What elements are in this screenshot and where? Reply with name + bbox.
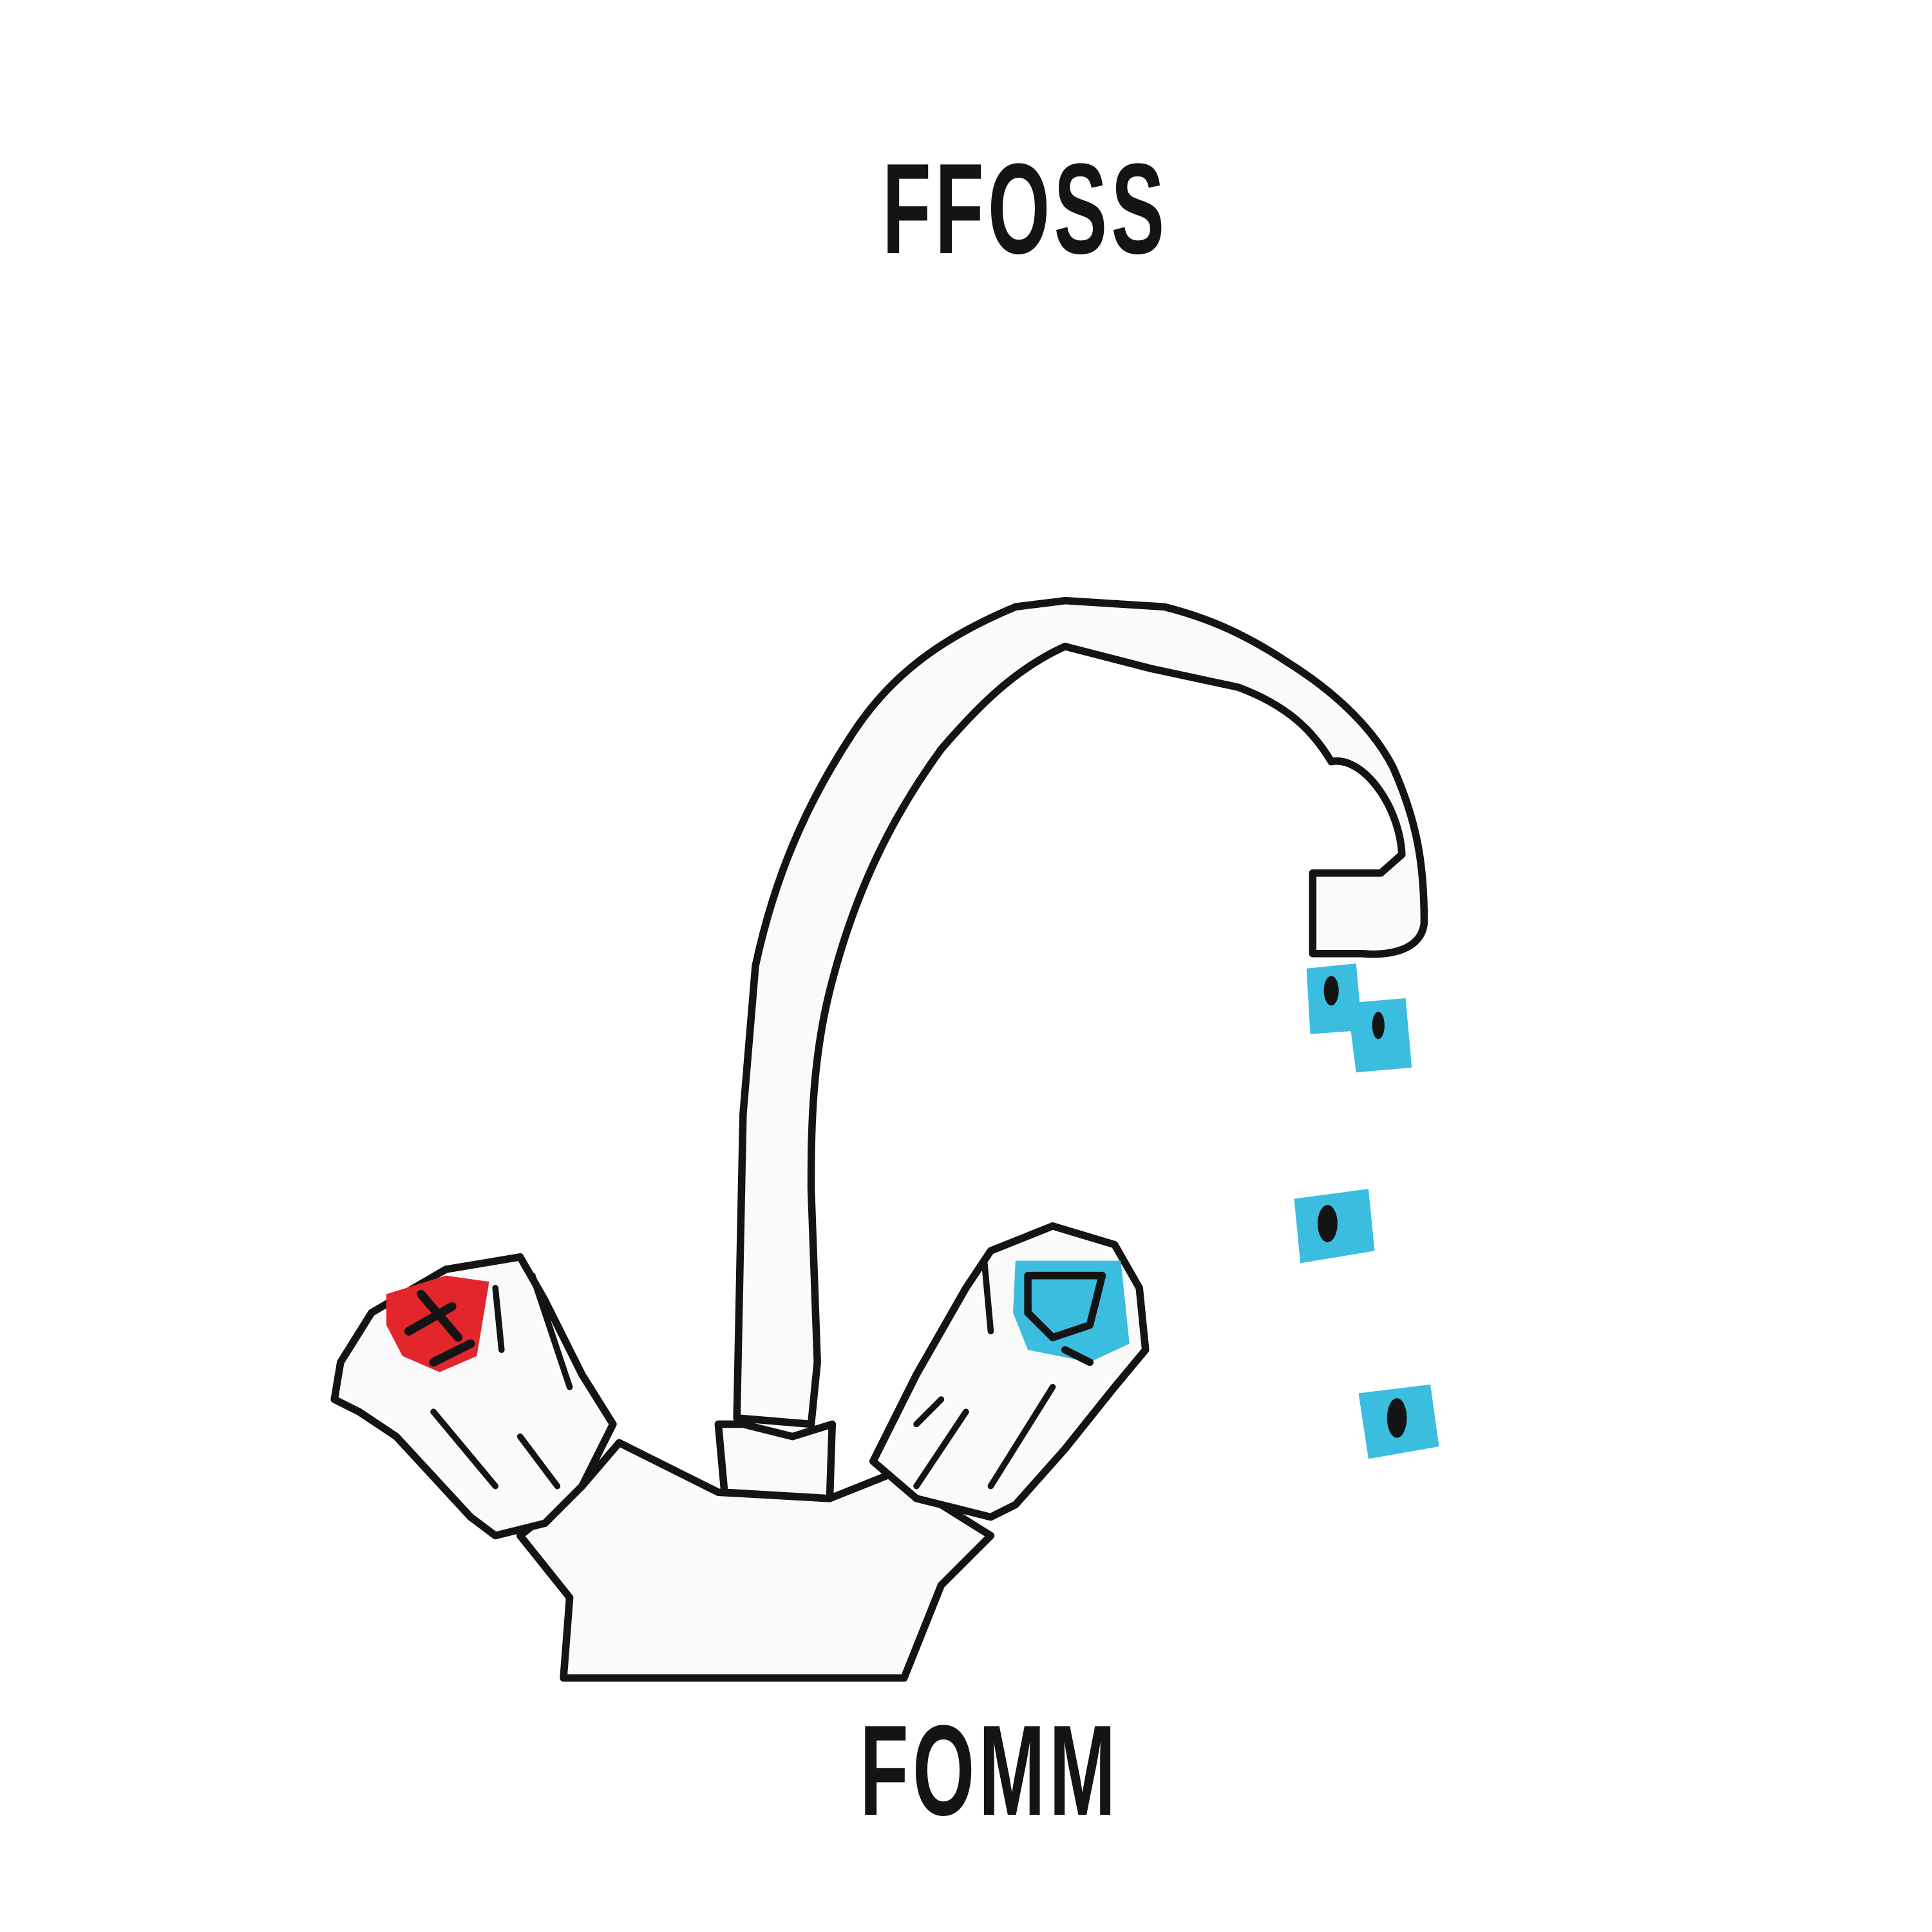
top-label: FFOSS xyxy=(882,137,1169,281)
water-drop-icon xyxy=(1294,963,1439,1459)
bottom-label: FOMM xyxy=(860,1699,1120,1842)
faucet-spout xyxy=(733,596,1428,1428)
faucet-collar xyxy=(714,1420,837,1502)
